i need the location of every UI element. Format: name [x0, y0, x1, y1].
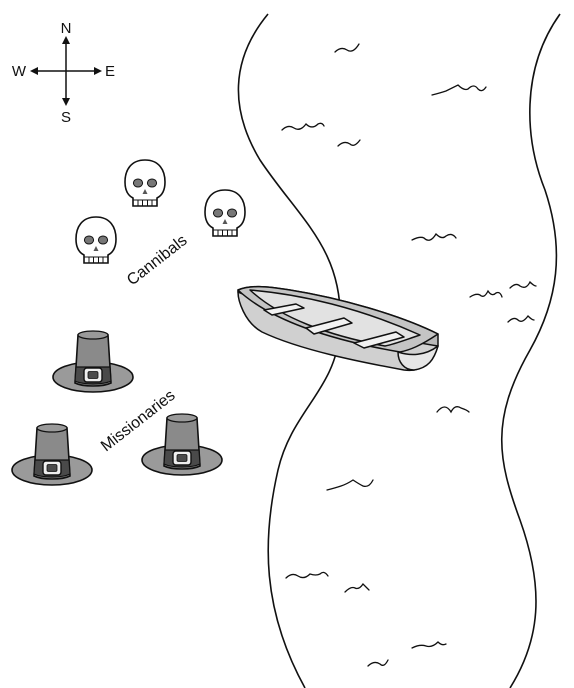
compass-east-label: E: [105, 63, 115, 80]
ripple: [432, 85, 486, 95]
pilgrim-hat-icon: [53, 331, 133, 392]
ripple: [345, 584, 369, 592]
skull-icon: [205, 190, 245, 236]
ripple: [437, 407, 469, 412]
ripple: [510, 282, 536, 288]
ripple: [508, 316, 534, 322]
rowboat-icon: [238, 287, 438, 371]
ripple: [338, 140, 360, 146]
cannibals-label: Cannibals: [124, 232, 191, 289]
ripple: [368, 660, 388, 666]
river-east-bank: [502, 14, 560, 688]
ripple: [327, 480, 373, 490]
pilgrim-hat-icon: [142, 414, 222, 475]
pilgrim-hat-icon: [12, 424, 92, 485]
compass-north-label: N: [61, 20, 72, 37]
compass-west-label: W: [12, 63, 27, 80]
compass-south-label: S: [61, 109, 71, 126]
ripple: [412, 234, 456, 240]
ripple: [282, 123, 324, 130]
ripple: [412, 642, 446, 648]
ripple: [335, 44, 359, 52]
ripple: [286, 572, 328, 578]
skull-icon: [76, 217, 116, 263]
skull-icon: [125, 160, 165, 206]
compass-rose-icon: [30, 36, 102, 106]
ripple: [470, 291, 502, 297]
